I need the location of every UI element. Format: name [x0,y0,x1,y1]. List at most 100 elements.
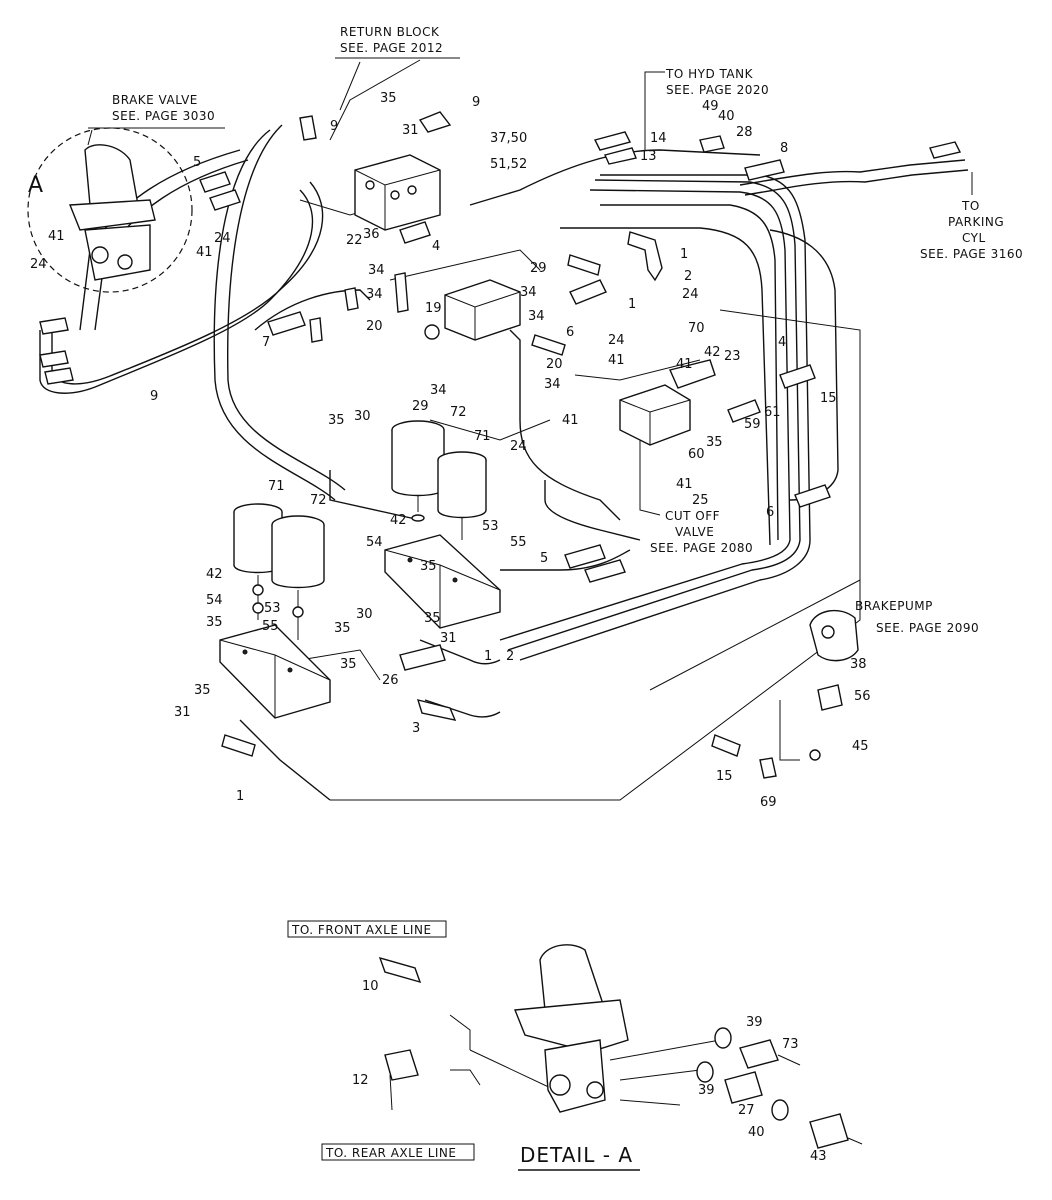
callout-71: 71 [268,479,285,494]
callout-29: 29 [412,399,429,414]
callout-23: 23 [724,349,741,364]
callout-34: 34 [544,377,561,392]
hyd-tank-page: SEE. PAGE 2020 [666,83,769,97]
accumulator-72-lower [271,515,325,640]
callout-9: 9 [472,95,480,110]
callout-42: 42 [390,513,407,528]
callout-55: 55 [510,535,527,550]
callout-13: 13 [640,149,657,164]
callout-15: 15 [820,391,837,406]
callout-34: 34 [430,383,447,398]
parking-name: PARKING [948,215,1004,229]
callout-20: 20 [366,319,383,334]
accumulator-71-lower [233,503,283,620]
callout-2: 2 [506,649,514,664]
callout-45: 45 [852,739,869,754]
callout-39: 39 [698,1083,715,1098]
callout-42: 42 [206,567,223,582]
callout-59: 59 [744,417,761,432]
callout-24: 24 [682,287,699,302]
callout-6: 6 [566,325,574,340]
callout-7: 7 [262,335,270,350]
cutoff-valve: VALVE [675,525,714,539]
callout-36: 36 [363,227,380,242]
parking-page: SEE. PAGE 3160 [920,247,1023,261]
hyd-tank-title: TO HYD TANK [665,67,754,81]
hose-routing [39,124,969,801]
callout-72: 72 [310,493,327,508]
callout-35: 35 [334,621,351,636]
callout-35: 35 [328,413,345,428]
callout-12: 12 [352,1073,369,1088]
brakepump [809,609,859,761]
callout-8: 8 [780,141,788,156]
callout-4: 4 [432,239,440,254]
callout-6: 6 [766,505,774,520]
cutoff-page: SEE. PAGE 2080 [650,541,753,555]
callout-34: 34 [528,309,545,324]
front-axle-line-label: TO. FRONT AXLE LINE [291,923,432,937]
accumulator-71-upper [437,451,487,540]
callout-24: 24 [30,257,47,272]
callout-41: 41 [562,413,579,428]
callout-1: 1 [484,649,492,664]
return-block-title: RETURN BLOCK [340,25,440,39]
callout-69: 69 [760,795,777,810]
callout-9: 9 [330,119,338,134]
callout-26: 26 [382,673,399,688]
labels: RETURN BLOCK SEE. PAGE 2012 BRAKE VALVE … [28,25,1023,1171]
callout-35: 35 [194,683,211,698]
callout-61: 61 [764,405,781,420]
callout-40: 40 [748,1125,765,1140]
callout-42: 42 [704,345,721,360]
detail-a-drawing [378,944,863,1149]
callout-31: 31 [440,631,457,646]
return-block-page: SEE. PAGE 2012 [340,41,443,55]
callout-28: 28 [736,125,753,140]
callout-35: 35 [424,611,441,626]
callout-5: 5 [540,551,548,566]
callout-3: 3 [412,721,420,736]
callout-34: 34 [366,287,383,302]
callout-41: 41 [608,353,625,368]
brake-valve-page: SEE. PAGE 3030 [112,109,215,123]
callout-29: 29 [530,261,547,276]
callout-22: 22 [346,233,363,248]
callout-35: 35 [340,657,357,672]
callout-9: 9 [150,389,158,404]
callout-49: 49 [702,99,719,114]
parking-cyl: CYL [962,231,986,245]
callout-35: 35 [206,615,223,630]
return-block [354,154,441,231]
callout-14: 14 [650,131,667,146]
callout-1: 1 [680,247,688,262]
callout-10: 10 [362,979,379,994]
callout-31: 31 [402,123,419,138]
callout-20: 20 [546,357,563,372]
callout-41: 41 [196,245,213,260]
callout-72: 72 [450,405,467,420]
callout-34: 34 [368,263,385,278]
callout-41: 41 [676,357,693,372]
fittings [39,111,962,779]
callout-25: 25 [692,493,709,508]
manifold-lower [219,624,331,719]
callout-54: 54 [206,593,223,608]
cut-off-valve-block [619,359,716,446]
callout-73: 73 [782,1037,799,1052]
center-valve-block [424,279,521,341]
rear-axle-line-label: TO. REAR AXLE LINE [325,1146,457,1160]
detail-a-marker: A [28,173,43,198]
manifold-upper [384,534,501,629]
callout-31: 31 [174,705,191,720]
callouts: 35 9 9 31 37,50 51,52 14 13 49 40 28 8 5… [30,91,871,1164]
callout-55: 55 [262,619,279,634]
brakepump-page: SEE. PAGE 2090 [876,621,979,635]
callout-53: 53 [482,519,499,534]
callout-34: 34 [520,285,537,300]
brake-valve-title: BRAKE VALVE [112,93,198,107]
callout-15: 15 [716,769,733,784]
accumulator-72-upper [391,420,445,522]
callout-1: 1 [236,789,244,804]
callout-24: 24 [608,333,625,348]
